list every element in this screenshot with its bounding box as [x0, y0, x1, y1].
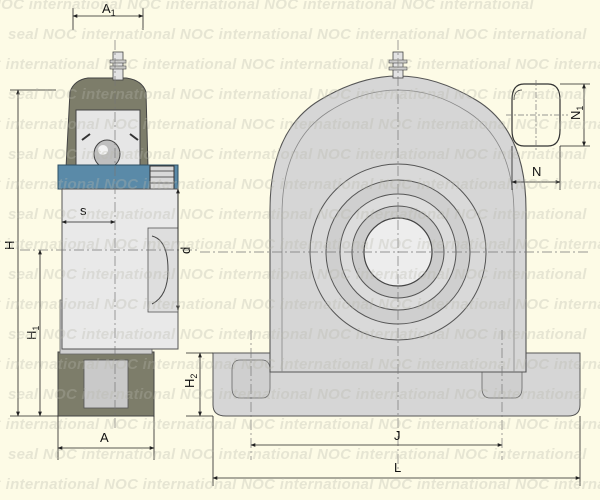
svg-text:N1: N1: [568, 106, 585, 120]
dim-j-label: J: [394, 428, 401, 443]
bearing-ball: [93, 139, 121, 169]
slot-detail: N1 N: [506, 80, 590, 190]
side-base-center: [83, 359, 129, 409]
side-view: A1 s d H H1 A: [2, 1, 200, 460]
dim-l-label: L: [394, 460, 401, 475]
svg-text:H1: H1: [24, 326, 41, 340]
dim-a1-label: A: [102, 1, 111, 16]
dim-h-label: H: [2, 241, 17, 250]
svg-text:H2: H2: [182, 374, 199, 388]
dim-a-label: A: [100, 430, 109, 445]
dim-n-label: N: [532, 164, 541, 179]
dim-n1-sub: 1: [575, 106, 585, 111]
dim-h2-sub: 2: [189, 374, 199, 379]
svg-text:A1: A1: [102, 1, 116, 18]
dim-a1-sub: 1: [111, 8, 116, 18]
dim-h1-label: H: [24, 331, 39, 340]
dim-s-label: s: [80, 203, 87, 218]
dim-h1-sub: 1: [31, 326, 41, 331]
set-screw: [149, 165, 175, 191]
dim-d-label: d: [178, 247, 193, 254]
dim-n1-label: N: [568, 111, 583, 120]
dim-h2-label: H: [182, 379, 197, 388]
front-view: H2 J L N1 N: [182, 40, 590, 486]
